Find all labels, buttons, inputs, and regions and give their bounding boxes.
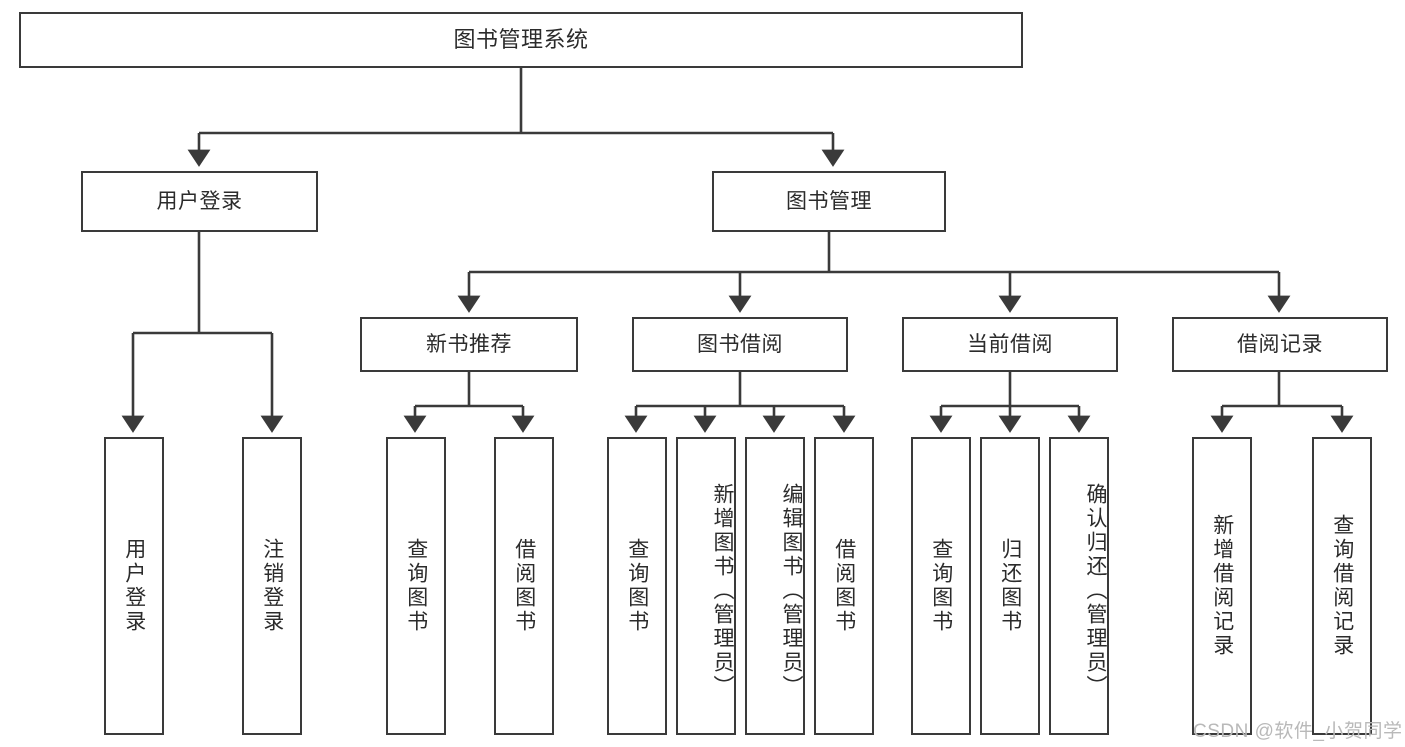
node-label: 新增借阅记录: [1210, 514, 1234, 658]
node-label: 注销登录: [260, 538, 284, 634]
node-label: 当前借阅: [967, 332, 1053, 356]
watermark-text: CSDN @软件_小贺同学: [1193, 721, 1403, 742]
leaf-recommend-query-book[interactable]: 查询图书: [386, 437, 446, 735]
node-root-system[interactable]: 图书管理系统: [19, 12, 1023, 68]
leaf-record-query-record[interactable]: 查询借阅记录: [1312, 437, 1372, 735]
node-label: 查询图书: [404, 538, 428, 634]
node-book-borrow[interactable]: 图书借阅: [632, 317, 848, 372]
node-label: 查询图书: [625, 538, 649, 634]
node-label: 图书管理: [786, 189, 872, 213]
node-label: 用户登录: [156, 189, 243, 213]
node-user-login[interactable]: 用户登录: [81, 171, 318, 232]
node-label: 借阅图书: [512, 538, 536, 634]
node-current-borrow[interactable]: 当前借阅: [902, 317, 1118, 372]
leaf-current-query-book[interactable]: 查询图书: [911, 437, 971, 735]
leaf-current-return-book[interactable]: 归还图书: [980, 437, 1040, 735]
node-label: 用户登录: [122, 538, 146, 634]
node-label: 新书推荐: [426, 332, 512, 356]
node-label: 查询图书: [929, 538, 953, 634]
node-book-management[interactable]: 图书管理: [712, 171, 946, 232]
node-new-book-recommend[interactable]: 新书推荐: [360, 317, 578, 372]
leaf-borrow-add-book-admin[interactable]: 新增图书（管理员）: [676, 437, 736, 735]
node-label: 图书管理系统: [453, 26, 589, 52]
csdn-watermark: CSDN @软件_小贺同学: [1193, 716, 1402, 743]
leaf-borrow-edit-book-admin[interactable]: 编辑图书（管理员）: [745, 437, 805, 735]
leaf-user-login[interactable]: 用户登录: [104, 437, 164, 735]
node-borrow-record[interactable]: 借阅记录: [1172, 317, 1388, 372]
leaf-user-logout[interactable]: 注销登录: [242, 437, 302, 735]
leaf-current-confirm-return-admin[interactable]: 确认归还（管理员）: [1049, 437, 1109, 735]
node-label: 借阅记录: [1237, 332, 1323, 356]
node-label: 查询借阅记录: [1330, 514, 1354, 658]
leaf-record-add-record[interactable]: 新增借阅记录: [1192, 437, 1252, 735]
leaf-borrow-query-book[interactable]: 查询图书: [607, 437, 667, 735]
node-label: 确认归还（管理员）: [1084, 483, 1107, 699]
node-label: 图书借阅: [697, 332, 783, 356]
node-label: 新增图书（管理员）: [711, 483, 734, 699]
node-label: 编辑图书（管理员）: [780, 483, 803, 699]
leaf-borrow-borrow-book[interactable]: 借阅图书: [814, 437, 874, 735]
node-label: 归还图书: [998, 538, 1022, 634]
leaf-recommend-borrow-book[interactable]: 借阅图书: [494, 437, 554, 735]
node-label: 借阅图书: [832, 538, 856, 634]
